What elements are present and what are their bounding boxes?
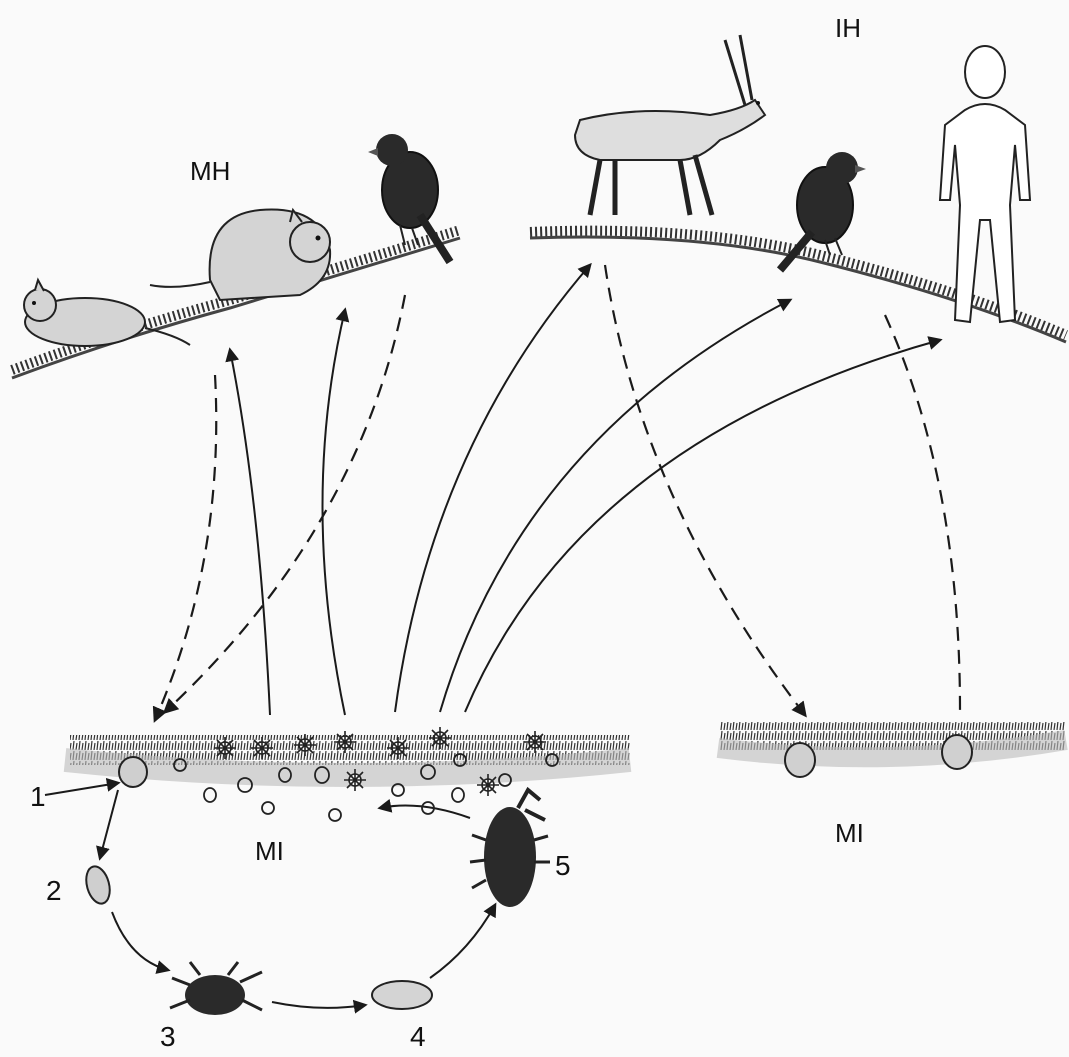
solid-arrows: [45, 265, 940, 1008]
soil-right: [718, 722, 1066, 777]
small-rodent-icon: [24, 280, 190, 346]
stage-5-adult-icon: [470, 790, 550, 907]
stage-2-icon: [82, 864, 113, 906]
bird-right-icon: [780, 152, 866, 270]
gazelle-icon: [575, 35, 765, 215]
ih-label: IH: [835, 13, 861, 43]
human-icon: [940, 46, 1030, 322]
dashed-arrows: [155, 265, 960, 720]
mh-label: MH: [190, 156, 230, 186]
bird-left-icon: [368, 134, 450, 262]
stage-label-5: 5: [555, 850, 571, 881]
stage-4-icon: [372, 981, 432, 1009]
stage-1-egg: [119, 757, 147, 787]
mi-right-label: MI: [835, 818, 864, 848]
large-rodent-icon: [150, 210, 330, 301]
stage-label-4: 4: [410, 1021, 426, 1052]
soil-left: [65, 727, 630, 821]
stage-label-2: 2: [46, 875, 62, 906]
mi-left-label: MI: [255, 836, 284, 866]
stage-3-mite-icon: [170, 962, 262, 1015]
stage-label-1: 1: [30, 781, 46, 812]
stage-label-3: 3: [160, 1021, 176, 1052]
